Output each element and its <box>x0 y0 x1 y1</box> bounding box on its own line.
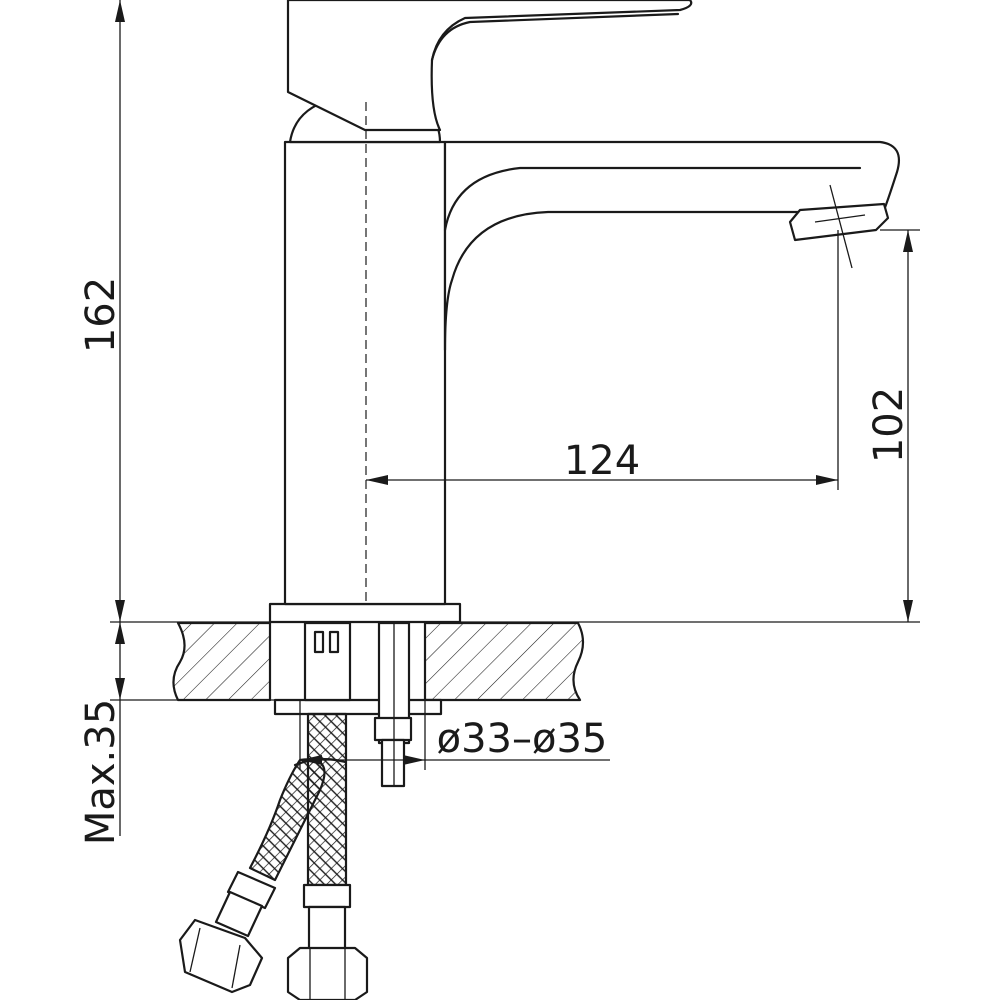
label-overall-height: 162 <box>78 277 124 353</box>
hose-nut-left <box>178 918 264 994</box>
dimension-spout-reach: 124 <box>366 230 839 490</box>
label-spout-reach: 124 <box>564 438 640 484</box>
faucet-body <box>268 0 901 624</box>
braided-hoses <box>178 712 369 1000</box>
countertop-section <box>110 621 920 702</box>
base-flange <box>268 602 462 624</box>
hose-nut-right <box>286 946 369 1000</box>
body-column <box>283 140 447 606</box>
handle-lever <box>286 0 693 132</box>
label-spout-height: 102 <box>866 387 912 463</box>
spout <box>443 140 901 352</box>
label-max-counter: Max.35 <box>78 699 124 845</box>
hose-bent <box>248 758 326 882</box>
aerator <box>788 202 890 242</box>
dimension-spout-height: 102 <box>866 229 920 622</box>
dimension-overall-height: 162 <box>78 0 125 622</box>
dimension-hole-diameter: ø33–ø35 <box>299 700 610 770</box>
dimension-max-counter: Max.35 <box>78 622 125 845</box>
label-hole-diameter: ø33–ø35 <box>437 716 608 762</box>
under-counter-fittings <box>273 621 443 788</box>
